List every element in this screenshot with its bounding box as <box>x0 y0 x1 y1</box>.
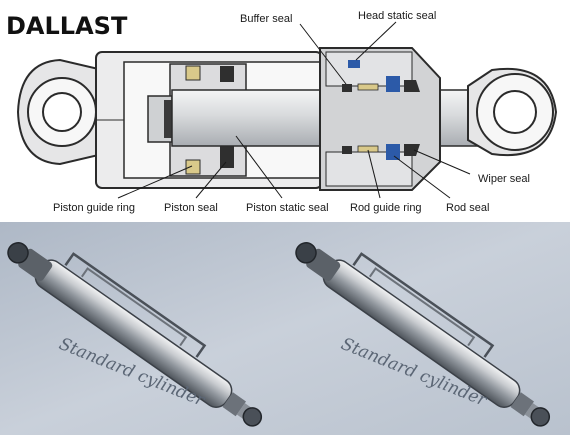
leader-lines <box>117 21 471 199</box>
buffer-seal-bottom <box>342 146 352 154</box>
brand-logo: DALLAST <box>6 12 128 40</box>
label-piston-static-seal: Piston static seal <box>246 202 329 214</box>
label-wiper-seal: Wiper seal <box>478 173 530 185</box>
rod-seal-top <box>386 76 400 92</box>
wiper-seal-top <box>404 80 420 92</box>
piston-guide-ring-bottom <box>185 159 201 175</box>
head-static-seal <box>348 60 360 68</box>
label-rod-guide-ring: Rod guide ring <box>350 202 422 214</box>
cap-end-eye <box>16 58 121 166</box>
rod-guide-ring-top <box>357 83 379 91</box>
wiper-seal-bottom <box>404 144 420 156</box>
piston-seal-top <box>220 66 234 82</box>
rod-seal-bottom <box>386 144 400 160</box>
rod-gland <box>319 47 441 191</box>
label-buffer-seal: Buffer seal <box>240 13 292 25</box>
piston-seal-bottom <box>220 146 234 168</box>
piston-guide-ring-top <box>185 65 201 81</box>
label-rod-seal: Rod seal <box>446 202 489 214</box>
label-piston-guide-ring: Piston guide ring <box>53 202 135 214</box>
label-head-static-seal: Head static seal <box>358 10 436 22</box>
rod-end-eye <box>467 67 558 157</box>
buffer-seal-top <box>342 84 352 92</box>
render-background <box>0 222 570 435</box>
label-piston-seal: Piston seal <box>164 202 218 214</box>
